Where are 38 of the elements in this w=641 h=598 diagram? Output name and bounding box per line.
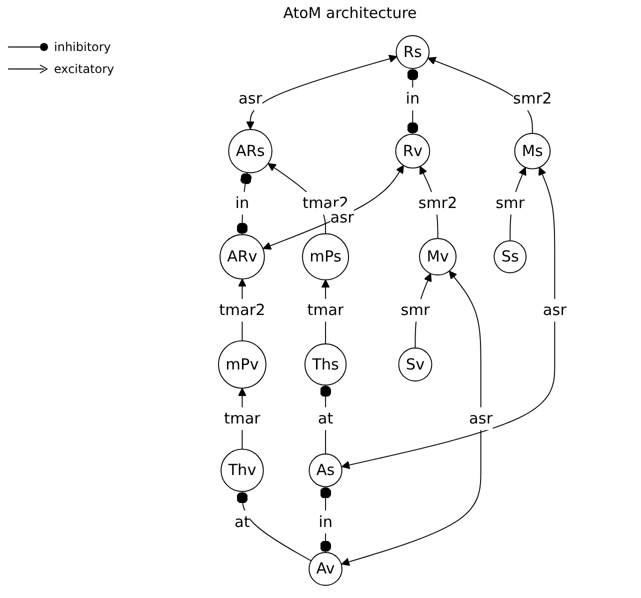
node-circle: Ms	[514, 132, 551, 170]
node-circle: Thv	[220, 448, 264, 492]
edge-label: asr	[469, 409, 493, 428]
node-circle: ARs	[228, 129, 272, 174]
edge-label: in	[235, 194, 250, 212]
edge-label: smr2	[513, 89, 552, 108]
diagram-title: AtoM architecture	[282, 4, 418, 22]
edge-label: at	[318, 409, 334, 428]
node-circle: Rs	[396, 35, 430, 69]
node-circle: Sv	[398, 348, 432, 382]
node-circle: ARv	[220, 234, 265, 280]
edge-label: asr	[330, 208, 354, 226]
edge-label: tmar2	[219, 300, 266, 319]
edge-label: smr	[400, 300, 430, 319]
connector	[236, 491, 312, 562]
edge-label: asr	[238, 89, 262, 108]
node-circle: Rv	[395, 134, 430, 169]
arrow	[341, 270, 482, 566]
node-circle: Ss	[494, 240, 527, 274]
node-circle: mPs	[302, 233, 350, 280]
edge-label: asr	[542, 300, 566, 319]
edge-label: tmar	[307, 300, 344, 319]
node-circle: Ths	[304, 343, 347, 386]
edge-label: smr2	[418, 194, 458, 212]
legend-label: excitatory	[54, 62, 114, 76]
node-circle: As	[308, 454, 342, 488]
arrow	[246, 54, 398, 130]
edge-label: at	[234, 512, 250, 531]
legend-label: inhibitory	[54, 40, 111, 54]
arrow	[262, 165, 404, 250]
node-circle: Av	[308, 552, 342, 586]
edge-label: in	[406, 89, 420, 108]
node-circle: mPv	[218, 340, 266, 389]
edge-label: in	[318, 512, 332, 531]
edge-label: tmar	[224, 409, 260, 428]
connector	[236, 172, 252, 236]
edge-label: smr	[496, 194, 525, 212]
node-circle: Mv	[419, 238, 457, 276]
